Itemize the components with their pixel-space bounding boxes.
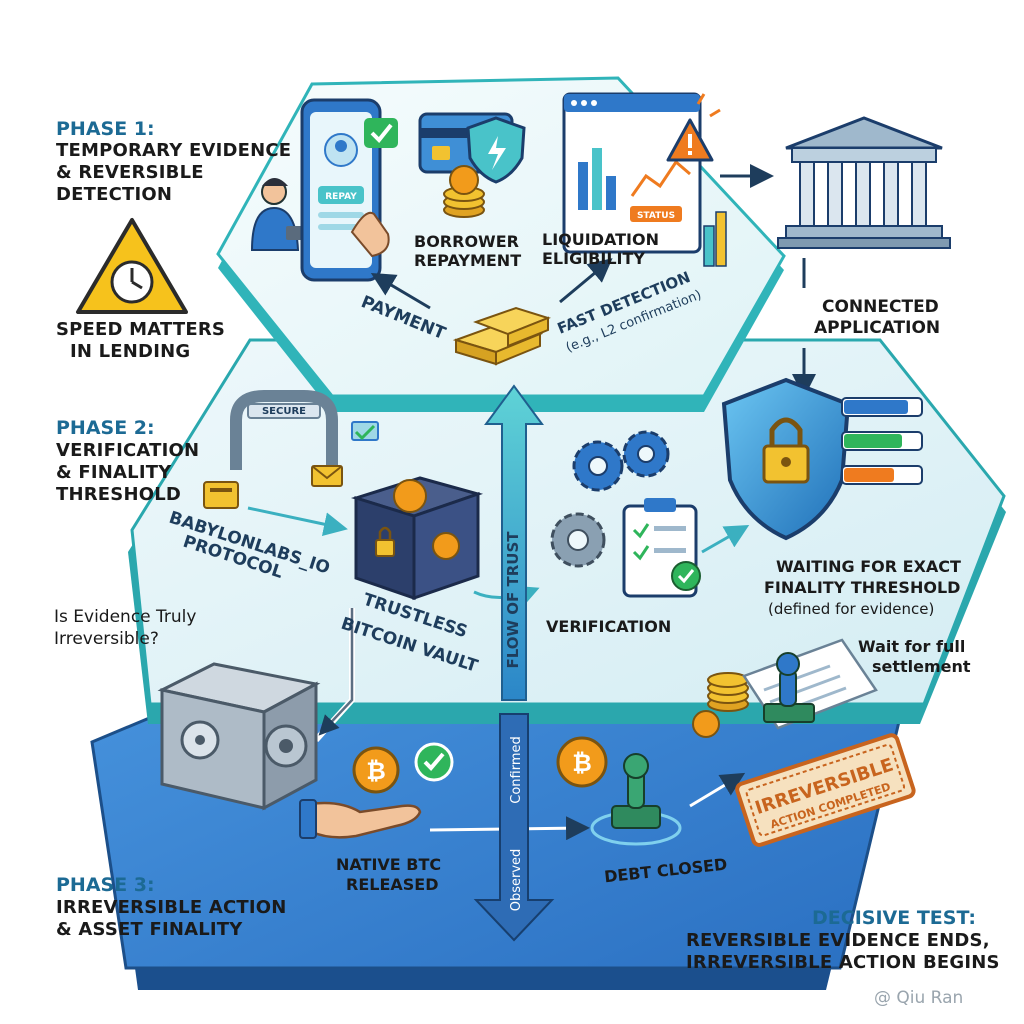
phase2-heading: PHASE 2: [56,417,155,439]
decisive-test-heading: DECISIVE TEST: [812,907,976,929]
native-btc-line2: RELEASED [346,875,439,894]
phase1-line2: & REVERSIBLE [56,162,204,183]
bitcoin-icon: ₿ [352,746,400,794]
speed-matters-line2: IN LENDING [70,341,191,362]
security-gate-icon [203,390,379,509]
warning-clock-icon [76,218,188,314]
coin-stack-icon [443,165,485,218]
bank-icon [777,116,951,249]
gold-bars-icon [452,306,551,366]
wait-full-settlement-line2: settlement [872,657,971,676]
flow-of-trust-label: FLOW OF TRUST [504,531,522,669]
padlock-shield-icon [721,377,851,541]
speed-matters-line1: SPEED MATTERS [56,319,226,340]
decisive-test-line2: IRREVERSIBLE ACTION BEGINS [686,952,1000,973]
borrower-label-line2: REPAYMENT [414,251,522,270]
connected-app-line1: CONNECTED [822,297,939,317]
vault-box-icon [350,476,484,601]
bar-chart-icon [703,211,727,267]
decisive-test-line1: REVERSIBLE EVIDENCE ENDS, [686,930,990,951]
flow-of-trust-arrow: FLOW OF TRUST Observed Confirmed [473,384,555,942]
phase2-line2: & FINALITY [56,462,172,483]
bitcoin-coin-icon: ₿ [556,736,608,788]
phase2-line3: THRESHOLD [56,484,182,505]
phase2-line1: VERIFICATION [56,440,200,461]
waiting-line3: (defined for evidence) [768,600,935,618]
wait-full-settlement-line1: Wait for full [858,637,966,656]
liquidation-label-line2: ELIGIBILITY [542,249,645,268]
safe-icon [157,662,321,811]
hand-icon [299,799,422,839]
top-flow-arrows [370,164,816,398]
secure-gate-text: SECURE [262,406,306,417]
phase1-line1: TEMPORARY EVIDENCE [56,140,292,161]
borrower-label-line1: BORROWER [414,232,519,251]
status-chip-text: STATUS [637,211,675,221]
repay-button-text: REPAY [325,192,357,202]
verification-label: VERIFICATION [546,617,672,636]
phase1-heading: PHASE 1: [56,118,155,140]
check-icon [414,742,454,782]
browser-chart-icon [562,92,702,254]
observed-label: Observed [509,849,524,912]
connected-app-line2: APPLICATION [814,318,941,338]
progress-bars-icon [841,397,923,485]
alert-icon [666,93,721,162]
svg-text:₿: ₿ [366,757,386,785]
confirmed-label: Confirmed [509,736,524,804]
phase1-line3: DETECTION [56,184,173,205]
coin-stack-bottom-icon [692,672,749,738]
phone-icon [300,98,398,282]
waiting-line2: FINALITY THRESHOLD [764,578,961,597]
gears-icon [550,430,670,568]
person-icon [250,178,304,251]
question-line2: Irreversible? [54,629,159,649]
phase3-heading: PHASE 3: [56,874,155,896]
question-line1: Is Evidence Truly [54,607,197,627]
liquidation-label-line1: LIQUIDATION [542,230,659,249]
shield-icon [466,116,526,184]
waiting-line1: WAITING FOR EXACT [776,557,961,576]
document-icon [742,638,878,730]
phase3-line1: IRREVERSIBLE ACTION [56,897,287,918]
svg-text:₿: ₿ [572,749,592,777]
watermark-text: @ Qiu Ran [874,988,964,1008]
clipboard-icon [622,498,701,598]
stamp-icon [590,753,682,846]
phase3-line2: & ASSET FINALITY [56,919,243,940]
native-btc-line1: NATIVE BTC [336,855,442,874]
